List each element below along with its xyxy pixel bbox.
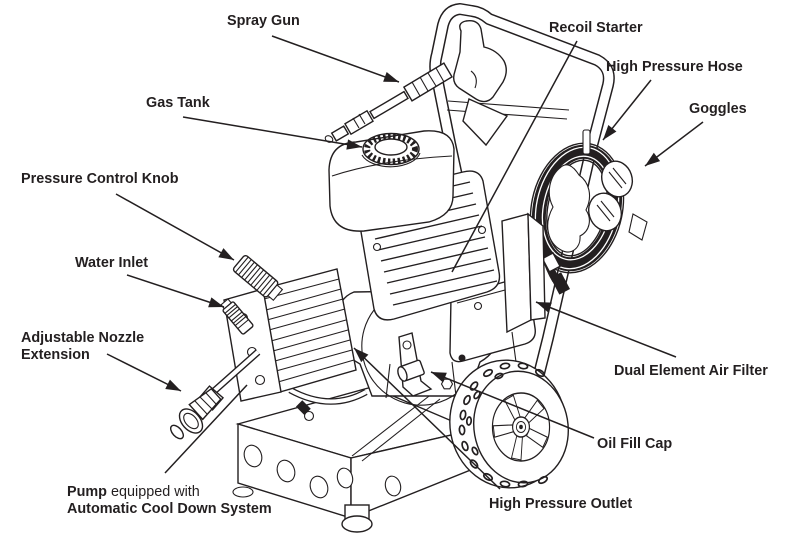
leader-line-pressure-control-knob bbox=[115, 193, 235, 261]
leader-line-recoil-starter bbox=[451, 40, 578, 273]
leader-arrowhead-spray-gun bbox=[383, 72, 399, 82]
callout-leader-lines bbox=[106, 35, 704, 490]
leader-arrowhead-high-pressure-hose bbox=[603, 125, 617, 140]
fuel-cap bbox=[362, 132, 420, 166]
leader-arrowhead-dual-element-air-filter bbox=[536, 302, 552, 313]
goggles-strap bbox=[547, 164, 591, 253]
engine-mount-plate-edge bbox=[351, 392, 441, 462]
gun-holster bbox=[462, 98, 509, 147]
high-pressure-hose-coil bbox=[529, 129, 625, 295]
oil-fill-cap bbox=[397, 332, 466, 397]
leader-arrowhead-adjustable-nozzle-extension bbox=[165, 379, 181, 391]
goggles bbox=[547, 160, 648, 253]
pressure-control-knob bbox=[232, 254, 284, 302]
leader-line-high-pressure-outlet bbox=[353, 347, 501, 490]
leader-arrowhead-high-pressure-outlet bbox=[354, 348, 369, 363]
leader-arrowhead-pressure-control-knob bbox=[218, 248, 234, 260]
spray-gun bbox=[324, 19, 509, 147]
base-skid bbox=[232, 386, 476, 533]
leader-arrowhead-water-inlet bbox=[208, 297, 224, 308]
tire-tread bbox=[458, 362, 549, 488]
dual-element-air-filter bbox=[501, 212, 546, 369]
leader-arrowhead-gas-tank bbox=[346, 139, 362, 150]
leader-line-spray-gun bbox=[271, 35, 400, 83]
leader-arrowhead-goggles bbox=[645, 152, 661, 166]
leader-arrowhead-oil-fill-cap bbox=[431, 372, 447, 383]
leader-line-dual-element-air-filter bbox=[535, 301, 677, 358]
leader-line-oil-fill-cap bbox=[430, 371, 595, 439]
pump-fins bbox=[263, 278, 355, 383]
leader-line-gas-tank bbox=[182, 116, 363, 148]
reel-hanger-pin bbox=[582, 129, 591, 155]
wheel-hub bbox=[491, 392, 551, 462]
leader-line-water-inlet bbox=[126, 274, 225, 308]
pump bbox=[169, 254, 368, 440]
leader-line-pump-cool-down bbox=[164, 384, 248, 474]
adjustable-nozzle-extension bbox=[169, 387, 222, 440]
